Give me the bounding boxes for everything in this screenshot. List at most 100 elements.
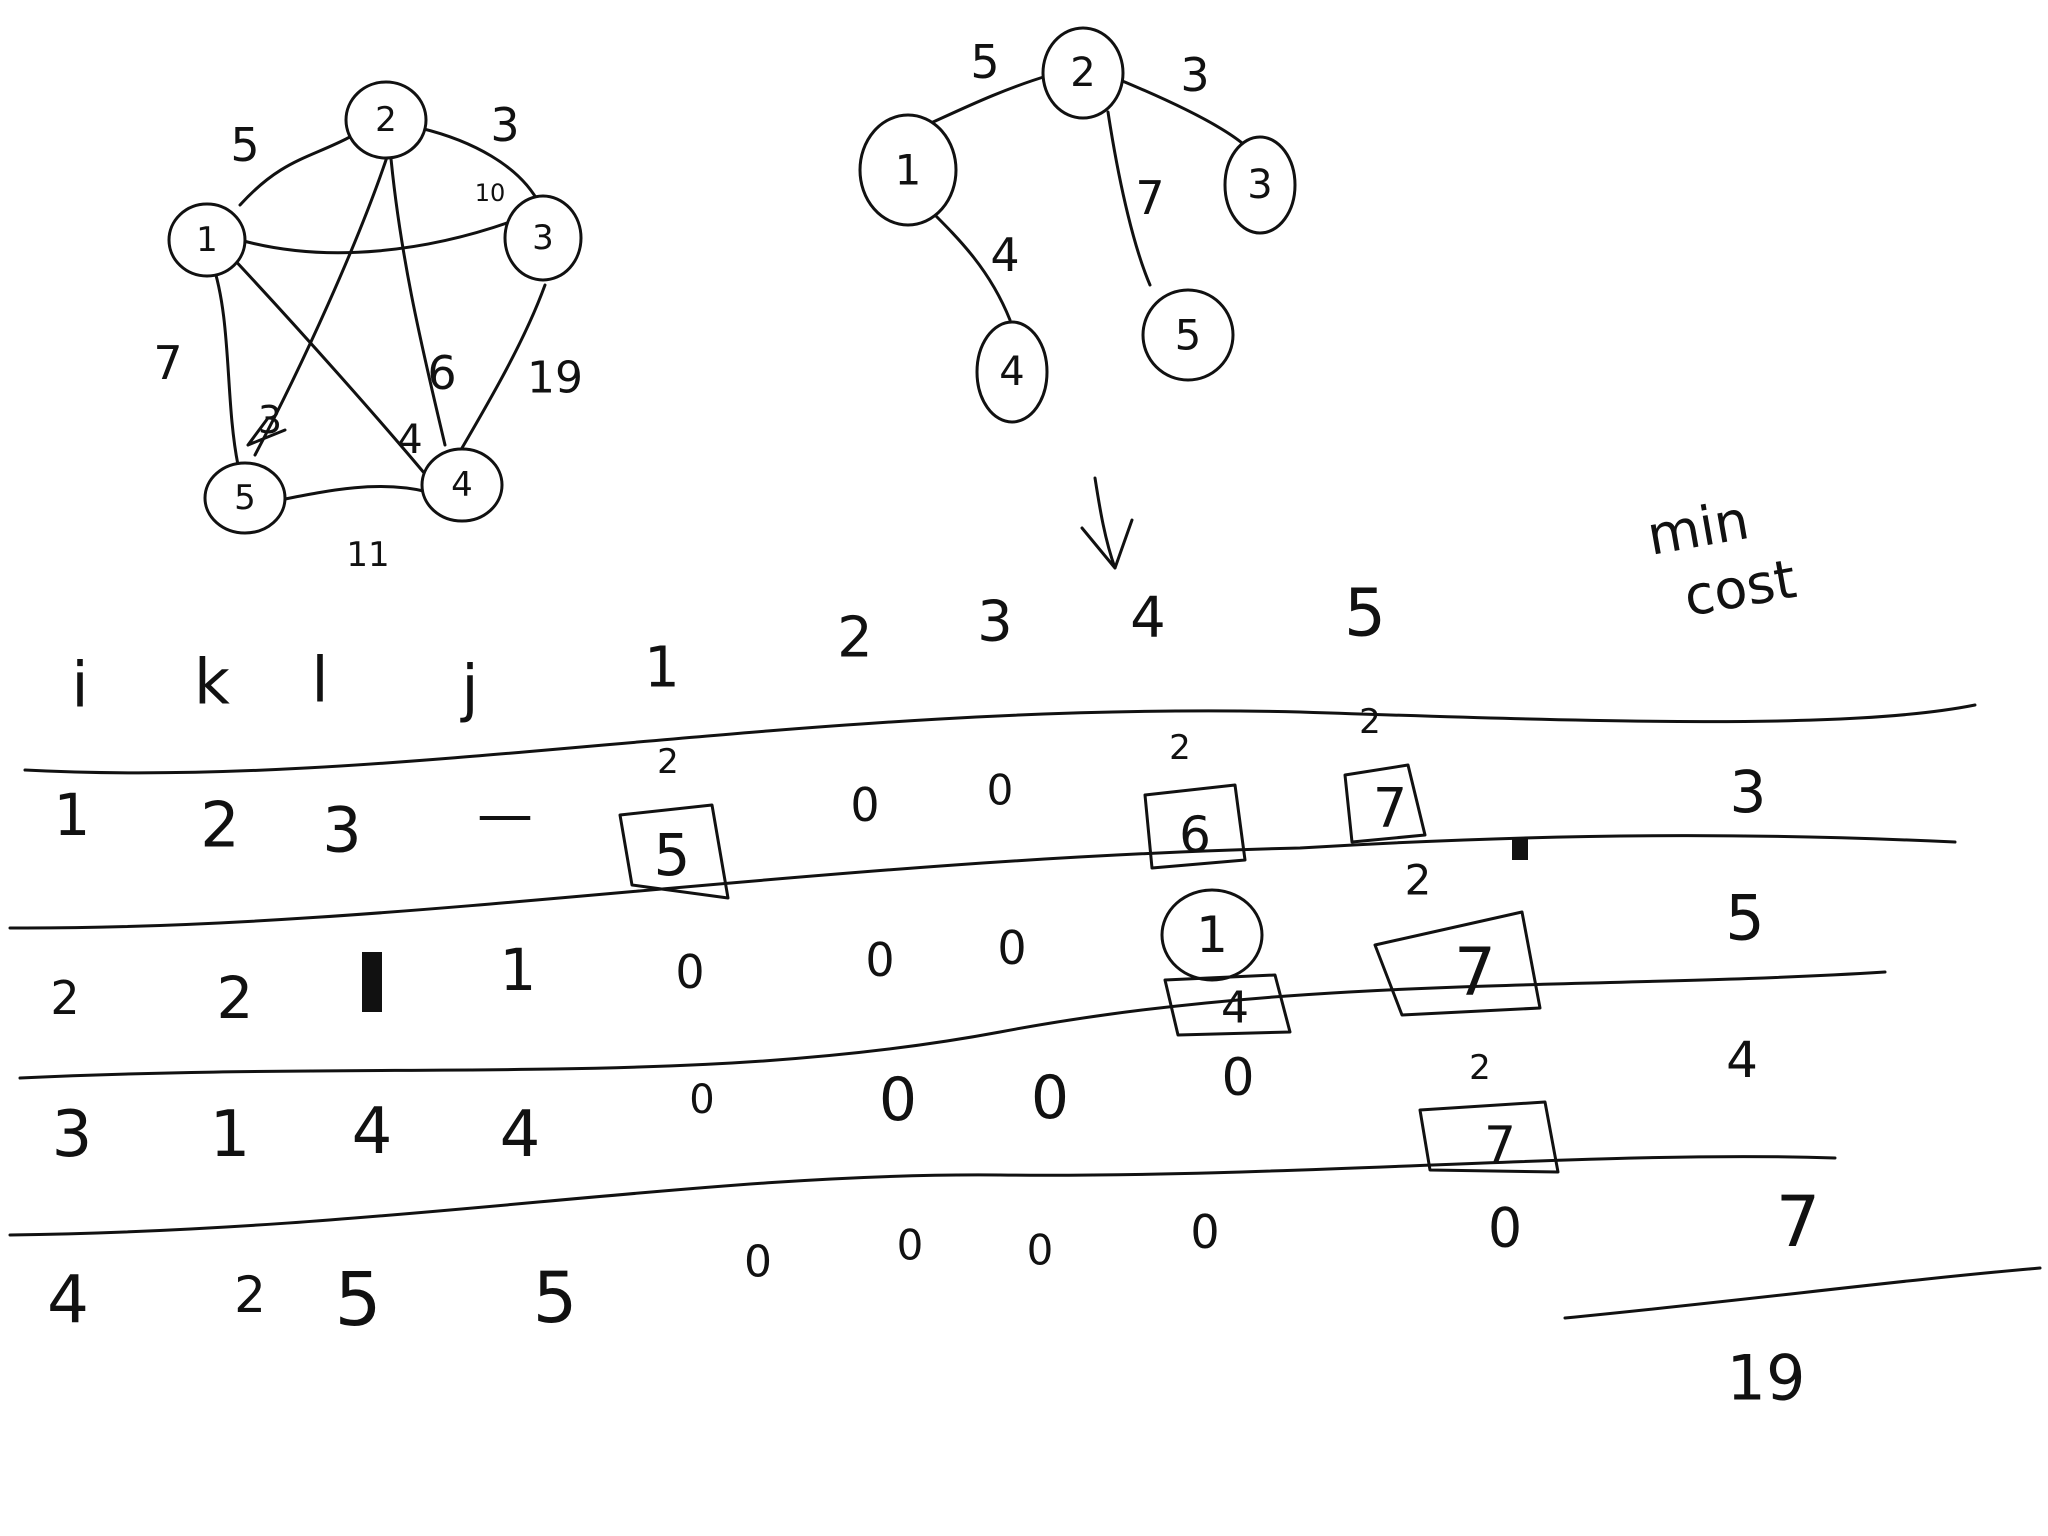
header-l: l	[311, 644, 328, 717]
row1-cell-1: 2 5	[618, 742, 730, 900]
row2-i: 2	[50, 971, 79, 1025]
mst-table: i k l j 1 2 3 4 5 min cost 1 2 3 — 2	[8, 488, 2042, 1415]
tree-edge-1-4	[928, 208, 1012, 322]
row4-l: 5	[334, 1257, 381, 1343]
graph-edge-2-5	[253, 146, 392, 457]
row2-cell-5: 2 7	[1373, 856, 1542, 1017]
graph-diagram: 1 2 3 4 5 5 3 10 7 3 6 4 19 11	[153, 80, 583, 575]
row4-k: 2	[234, 1266, 266, 1324]
cell-box	[1163, 973, 1292, 1037]
header-node-5: 5	[1344, 575, 1386, 652]
row4-cell-3: 0	[1027, 1226, 1054, 1275]
tree-weight-1-4: 4	[990, 228, 1019, 282]
svg-text:5: 5	[234, 478, 256, 518]
graph-edge-1-4	[228, 253, 432, 482]
cell-box	[1418, 1100, 1560, 1174]
header-i: i	[71, 649, 88, 722]
row2-cell-1: 0	[675, 945, 704, 999]
table-row: 3 1 4 4 0 0 0 0 2 7 4	[52, 1031, 1758, 1174]
tree-node-5: 5	[1141, 288, 1235, 382]
graph-weight-1-5: 7	[153, 336, 182, 390]
row1-cell-3: 0	[987, 766, 1014, 815]
table-header-row: i k l j 1 2 3 4 5 min cost	[71, 488, 1800, 724]
row1-cell-2: 0	[850, 778, 879, 832]
graph-weight-1-3: 10	[475, 179, 506, 207]
graph-node-4: 4	[420, 447, 504, 523]
row3-l: 4	[352, 1095, 393, 1169]
graph-node-3: 3	[503, 194, 583, 282]
row3-cell-3: 0	[1031, 1063, 1069, 1133]
graph-weight-1-4: 4	[397, 417, 422, 463]
spanning-tree-diagram: 2 1 3 4 5 5 3 7 4	[858, 26, 1297, 570]
row3-j: 4	[500, 1098, 541, 1172]
svg-text:5: 5	[1175, 311, 1202, 360]
row3-cell-1: 0	[689, 1077, 714, 1123]
graph-edge-2-3	[418, 126, 542, 207]
tree-weight-2-1: 5	[970, 35, 999, 89]
row3-k: 1	[210, 1098, 251, 1172]
svg-text:4: 4	[451, 465, 473, 505]
graph-weight-2-5: 3	[258, 398, 282, 442]
graph-edge-1-3	[238, 220, 512, 255]
cell-value: 7	[1484, 1116, 1516, 1174]
graph-edge-5-4	[278, 485, 430, 502]
row1-cell-4: 2 6	[1143, 728, 1247, 870]
tree-node-4: 4	[975, 320, 1049, 424]
row4-j: 5	[533, 1257, 578, 1339]
header-k: k	[194, 646, 230, 719]
cell-box	[1343, 763, 1427, 844]
graph-weight-2-3: 3	[490, 98, 519, 152]
row3-i: 3	[52, 1098, 93, 1172]
total-min-cost: 19	[1727, 1342, 1806, 1415]
row2-cell-3: 0	[997, 921, 1026, 975]
header-node-1: 1	[644, 636, 680, 701]
svg-text:3: 3	[532, 218, 554, 258]
tree-edge-2-5	[1106, 110, 1152, 287]
tree-weight-2-3: 3	[1180, 48, 1209, 102]
graph-weight-2-4: 6	[427, 346, 456, 400]
cell-mark: 2	[1469, 1048, 1491, 1088]
cell-box	[1373, 910, 1542, 1017]
svg-text:4: 4	[999, 349, 1024, 395]
graph-node-1: 1	[167, 202, 247, 278]
row1-cell-5: 2 7	[1343, 702, 1427, 844]
table-row: 2 2 1 0 0 0 1 4 2 7 5	[50, 856, 1765, 1037]
svg-text:3: 3	[1247, 162, 1272, 208]
row4-min-cost: 7	[1776, 1181, 1821, 1263]
header-node-4: 4	[1130, 586, 1166, 651]
cell-value: 7	[1373, 777, 1407, 840]
row-divider-2	[8, 834, 1957, 930]
row2-l-mark	[362, 952, 382, 1012]
table-row: 1 2 3 — 2 5 0 0 2 6 2 7 3	[54, 702, 1767, 900]
graph-node-5: 5	[203, 461, 287, 535]
cell-circle	[1160, 888, 1264, 982]
row2-j: 1	[500, 936, 537, 1004]
row1-k: 2	[200, 789, 239, 862]
row-divider-3	[18, 970, 1887, 1080]
row1-l: 3	[322, 794, 361, 867]
row1-i: 1	[54, 781, 91, 849]
row2-min-cost: 5	[1725, 882, 1764, 955]
row2-cell-4: 1 4	[1160, 888, 1292, 1037]
down-arrow-icon	[1080, 476, 1134, 570]
row4-cell-4: 0	[1190, 1205, 1219, 1259]
total-divider	[1563, 1266, 2042, 1320]
row1-min-cost: 3	[1730, 758, 1767, 826]
tree-node-2: 2	[1041, 26, 1125, 120]
cell-value: 7	[1454, 934, 1496, 1011]
svg-text:2: 2	[1070, 50, 1095, 96]
row4-cell-5: 0	[1488, 1197, 1522, 1260]
header-node-3: 3	[977, 590, 1013, 655]
tree-node-1: 1	[858, 113, 958, 227]
cell-value: 4	[1221, 983, 1249, 1034]
arrow-icon	[246, 416, 287, 447]
cell-mark: 2	[1405, 856, 1432, 905]
row-divider-4	[8, 1155, 1837, 1237]
row3-cell-2: 0	[879, 1065, 917, 1135]
tree-weight-2-5: 7	[1135, 171, 1164, 225]
row4-i: 4	[47, 1262, 89, 1339]
row3-min-cost: 4	[1726, 1031, 1758, 1089]
row2-k: 2	[217, 964, 254, 1032]
cell-value: 6	[1179, 806, 1211, 864]
